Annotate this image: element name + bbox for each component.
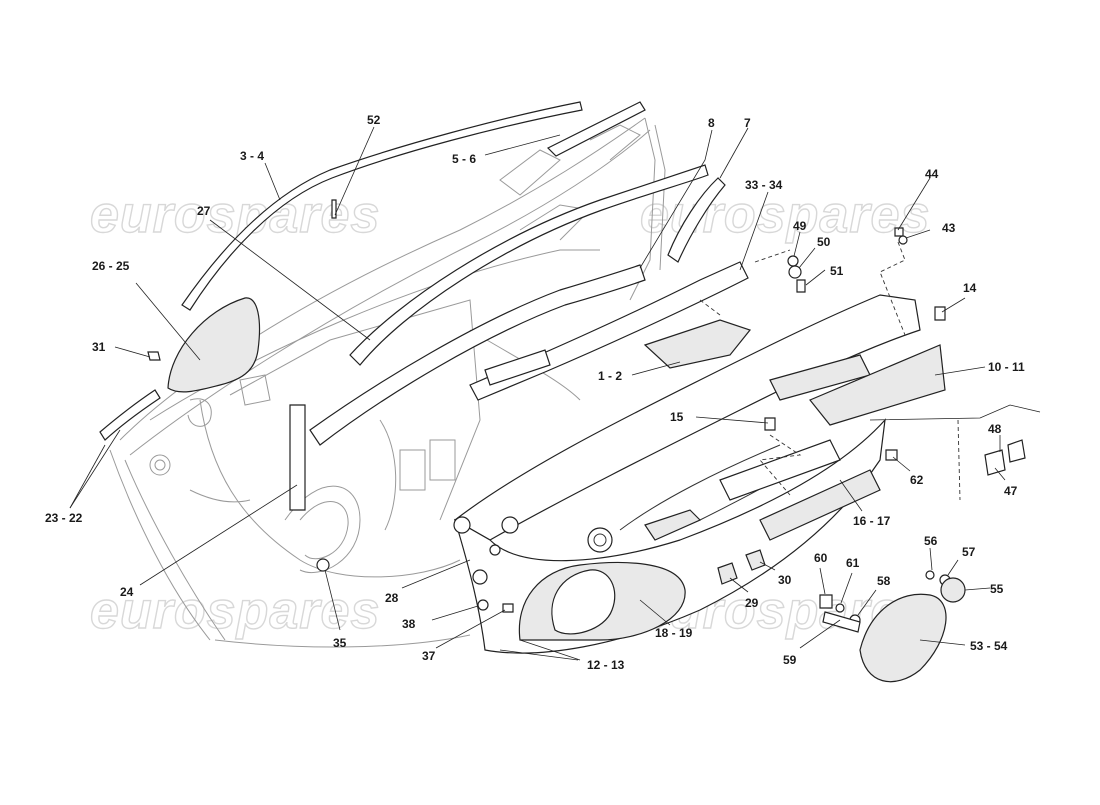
callout-label: 16 - 17 bbox=[853, 514, 891, 528]
callout-label: 18 - 19 bbox=[655, 626, 693, 640]
callout-label: 56 bbox=[924, 534, 938, 548]
panel-screw bbox=[472, 569, 488, 585]
sill-trim-parts bbox=[469, 261, 752, 401]
callout-labels: 52 3 - 4 5 - 6 8 7 33 - 34 27 44 43 49 5… bbox=[45, 113, 1025, 672]
clip-60 bbox=[819, 594, 833, 609]
speaker-ring bbox=[587, 527, 613, 553]
callout-label: 60 bbox=[814, 551, 828, 565]
pocket-lid bbox=[719, 439, 841, 501]
callout-label: 26 - 25 bbox=[92, 259, 130, 273]
callout-label: 57 bbox=[962, 545, 976, 559]
bracket-59 bbox=[822, 611, 861, 633]
callout-label: 27 bbox=[197, 204, 211, 218]
nut-56 bbox=[925, 570, 935, 580]
screw-37 bbox=[502, 603, 514, 613]
speaker-grille-53-54 bbox=[859, 593, 947, 683]
callout-label: 15 bbox=[670, 410, 684, 424]
door-top-rail bbox=[453, 294, 921, 541]
inner-frame-strip-27 bbox=[349, 164, 709, 366]
nut-44 bbox=[894, 227, 904, 237]
screw-38 bbox=[477, 599, 489, 611]
leader-lines bbox=[69, 126, 1041, 661]
callout-label: 14 bbox=[963, 281, 977, 295]
callout-label: 33 - 34 bbox=[745, 178, 783, 192]
callout-label: 53 - 54 bbox=[970, 639, 1008, 653]
screw-51 bbox=[796, 279, 806, 293]
callout-label: 8 bbox=[708, 116, 715, 130]
callout-label: 29 bbox=[745, 596, 759, 610]
window-channel-8 bbox=[309, 264, 646, 446]
panel-screw bbox=[489, 544, 501, 556]
callout-label: 7 bbox=[744, 116, 751, 130]
bracket-1-2 bbox=[643, 319, 752, 369]
storage-cover-inner bbox=[551, 569, 616, 635]
door-handle-recess bbox=[644, 509, 702, 541]
mirror-sail-26-25 bbox=[167, 297, 261, 393]
nut-49 bbox=[787, 255, 799, 267]
clip-48-47-b bbox=[1007, 439, 1026, 463]
callout-label: 38 bbox=[402, 617, 416, 631]
callout-label: 51 bbox=[830, 264, 844, 278]
callout-label: 50 bbox=[817, 235, 831, 249]
window-trim-parts bbox=[99, 101, 726, 511]
callout-label: 37 bbox=[422, 649, 436, 663]
callout-label: 12 - 13 bbox=[587, 658, 625, 672]
watermark-group: eurospares eurospares eurospares eurospa… bbox=[89, 185, 930, 640]
clip-52-body bbox=[331, 199, 337, 219]
callout-label: 5 - 6 bbox=[452, 152, 476, 166]
callout-label: 52 bbox=[367, 113, 381, 127]
callout-label: 3 - 4 bbox=[240, 149, 264, 163]
screw-14 bbox=[934, 306, 946, 321]
callout-label: 28 bbox=[385, 591, 399, 605]
callout-label: 30 bbox=[778, 573, 792, 587]
callout-label: 44 bbox=[925, 167, 939, 181]
callout-label: 31 bbox=[92, 340, 106, 354]
seal-5-6 bbox=[546, 101, 646, 157]
panel-screw bbox=[501, 516, 519, 534]
callout-label: 43 bbox=[942, 221, 956, 235]
panel-screw bbox=[453, 516, 471, 534]
callout-label: 10 - 11 bbox=[988, 360, 1025, 374]
callout-label: 47 bbox=[1004, 484, 1018, 498]
callout-label: 59 bbox=[783, 653, 797, 667]
outer-roof-seal-3-4 bbox=[181, 101, 583, 311]
nut-61 bbox=[835, 603, 845, 613]
callout-label: 49 bbox=[793, 219, 807, 233]
sill-trim-detail bbox=[484, 349, 551, 386]
clip-29 bbox=[717, 562, 738, 585]
watermark-text: eurospares bbox=[90, 186, 380, 244]
cap-55 bbox=[940, 577, 966, 603]
screw-15 bbox=[764, 417, 776, 431]
pocket-16-17 bbox=[759, 469, 881, 541]
callout-label: 62 bbox=[910, 473, 924, 487]
hardware-group bbox=[147, 227, 1026, 683]
assembly-dashes bbox=[699, 241, 961, 501]
vertical-seal-24 bbox=[289, 404, 306, 511]
speaker-ring-inner bbox=[593, 533, 607, 547]
watermark-text: eurospares bbox=[90, 582, 380, 640]
callout-label: 35 bbox=[333, 636, 347, 650]
callout-label: 58 bbox=[877, 574, 891, 588]
screw-35 bbox=[316, 558, 330, 572]
callout-label: 1 - 2 bbox=[598, 369, 622, 383]
callout-label: 48 bbox=[988, 422, 1002, 436]
lower-trim-23-22 bbox=[99, 389, 161, 441]
callout-label: 24 bbox=[120, 585, 134, 599]
callout-label: 55 bbox=[990, 582, 1004, 596]
armrest-10-11 bbox=[809, 344, 946, 426]
panel-contour bbox=[619, 444, 781, 531]
callout-label: 23 - 22 bbox=[45, 511, 83, 525]
fastener-31 bbox=[147, 351, 161, 361]
washer-50 bbox=[788, 265, 802, 279]
clip-48-47 bbox=[984, 449, 1006, 476]
callout-label: 61 bbox=[846, 556, 860, 570]
washer-43 bbox=[898, 235, 908, 245]
pillar-seal-7 bbox=[667, 177, 726, 263]
